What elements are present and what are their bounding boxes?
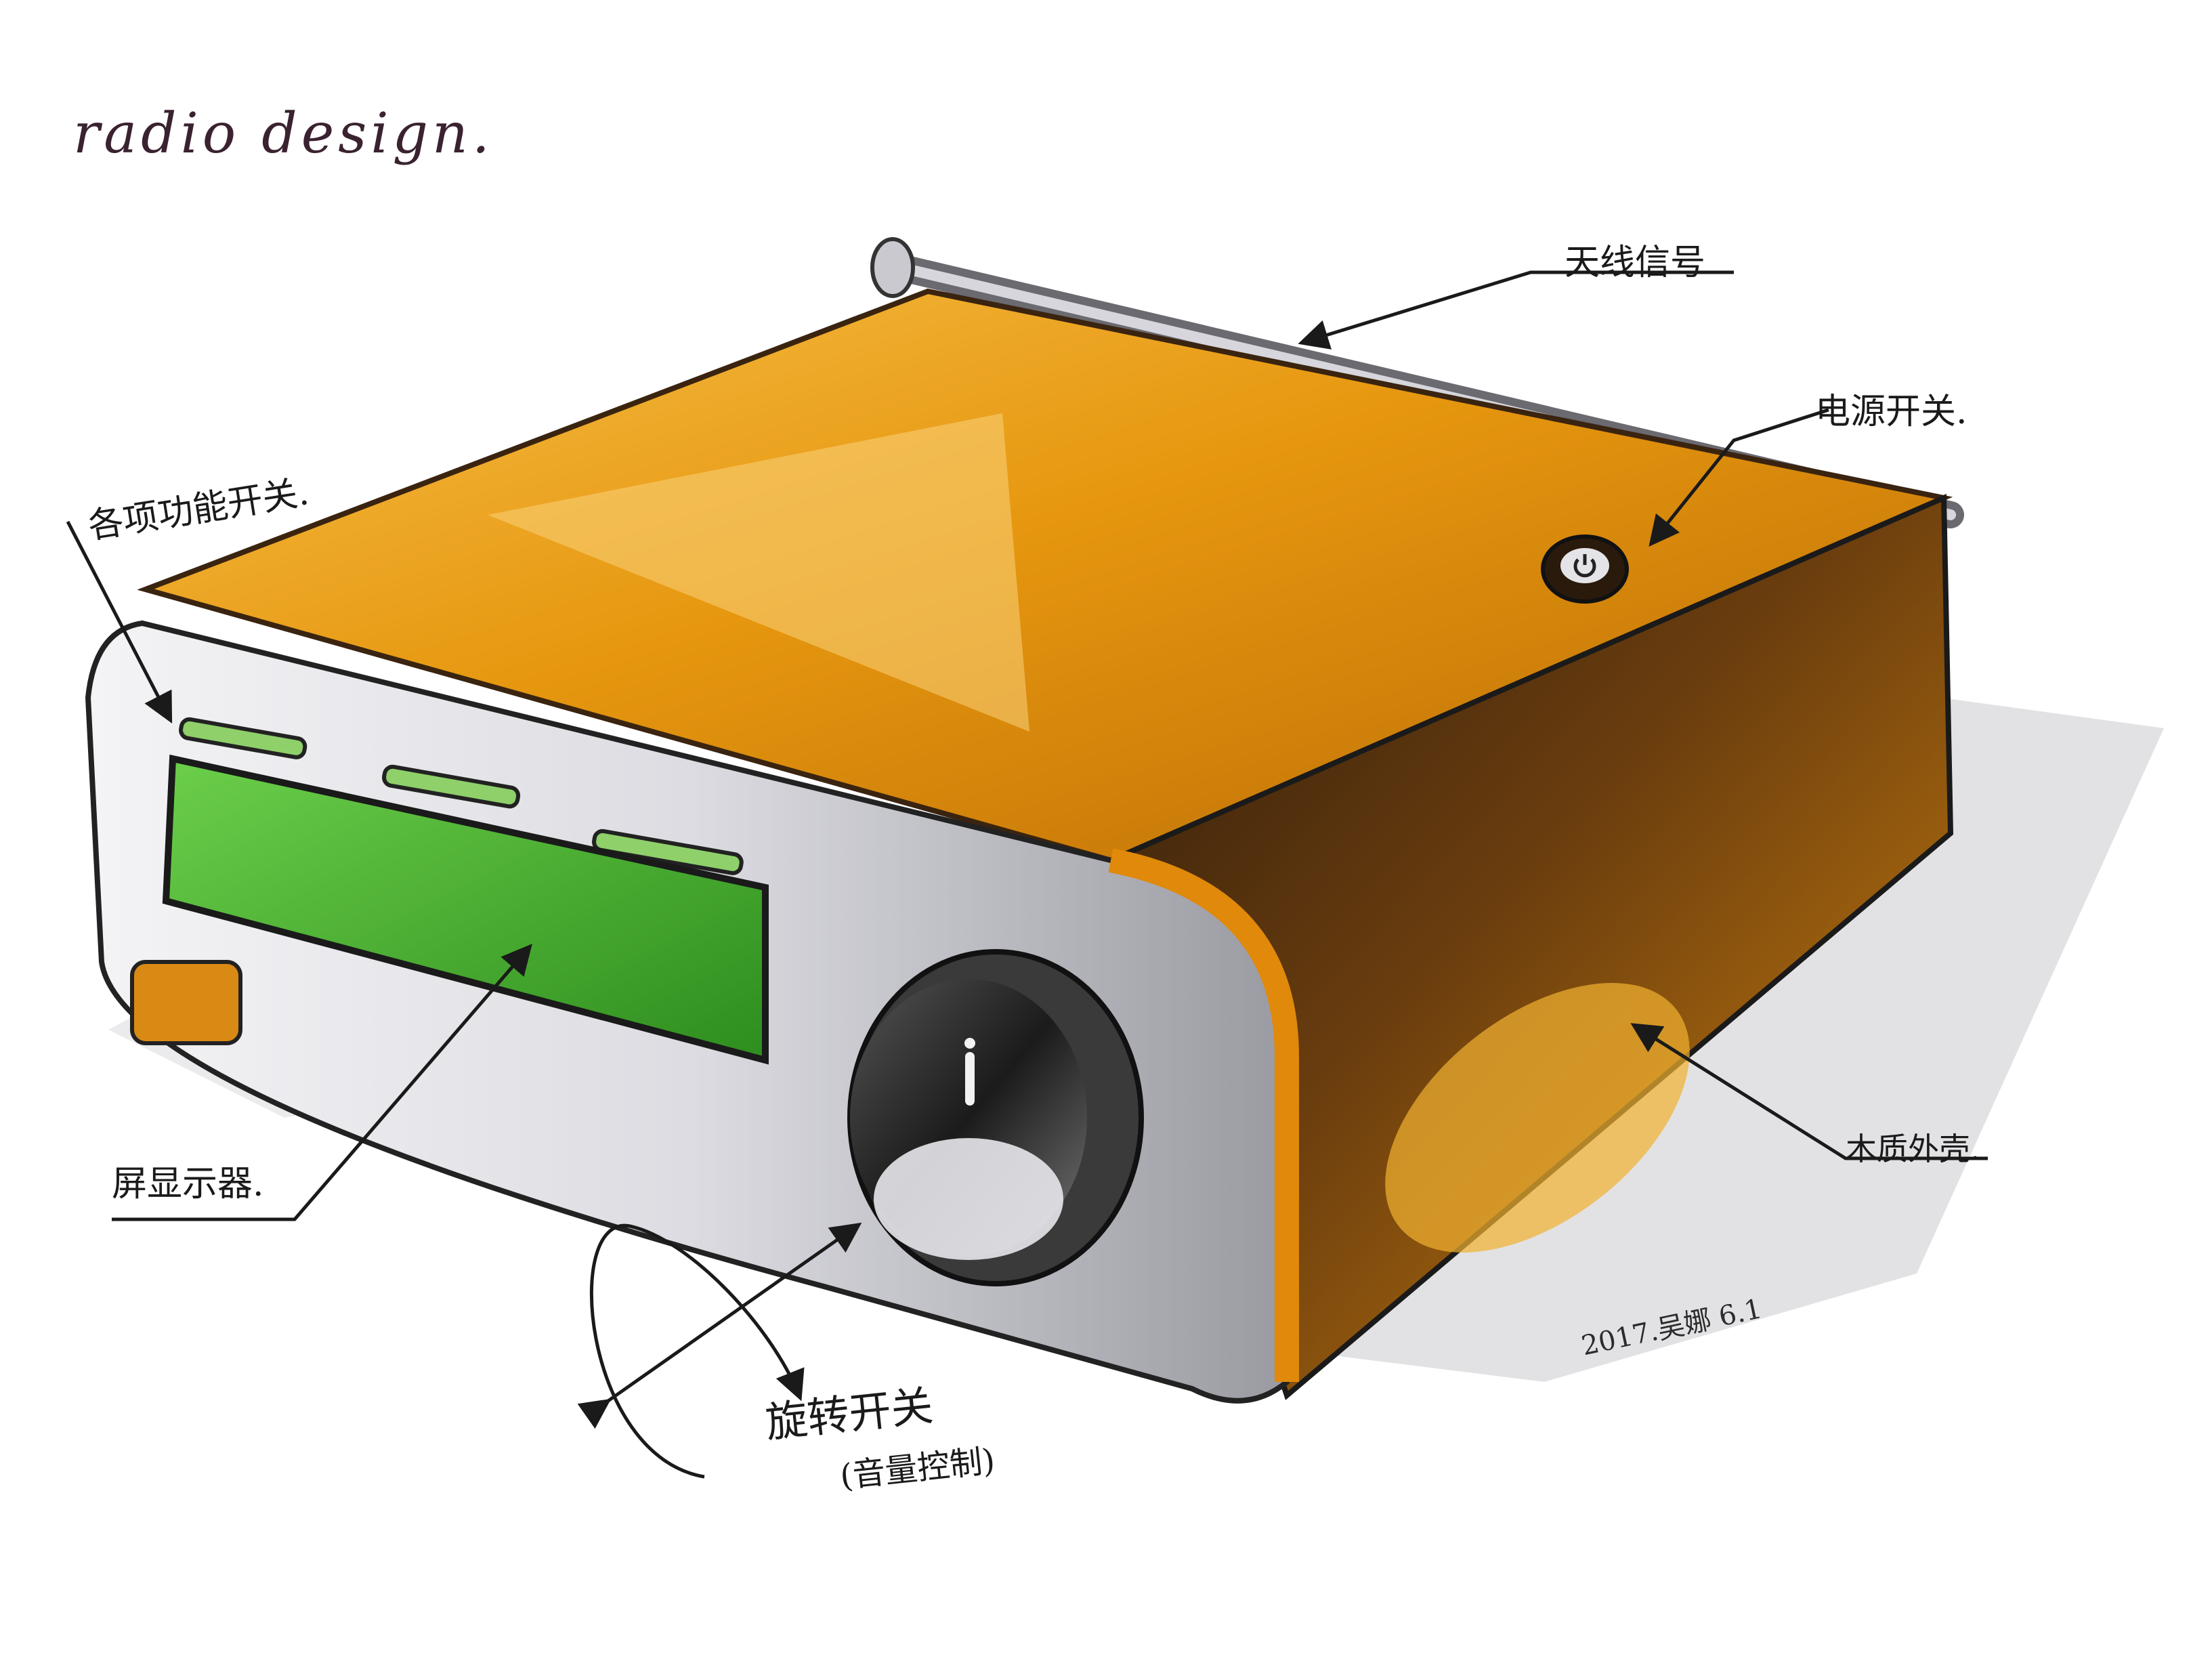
power-switch-label: 电源开关. xyxy=(1815,392,1968,432)
top-highlight xyxy=(488,413,1029,732)
knob-indicator-icon xyxy=(964,1038,975,1106)
wood-shell-label: 木质外壳. xyxy=(1846,1131,1980,1167)
volume-knob xyxy=(847,949,1144,1286)
wood-grain xyxy=(1385,983,1690,1253)
display-screen xyxy=(162,754,769,1065)
function-buttons xyxy=(179,717,744,875)
antenna-label: 天线信号 xyxy=(1565,243,1706,283)
leader-lines xyxy=(66,270,1988,1479)
foot-left xyxy=(130,960,242,1045)
power-icon xyxy=(1541,534,1629,604)
display-label: 屏显示器. xyxy=(112,1164,264,1204)
sketch-title: radio design. xyxy=(73,102,494,166)
front-trim xyxy=(1108,848,1299,1382)
